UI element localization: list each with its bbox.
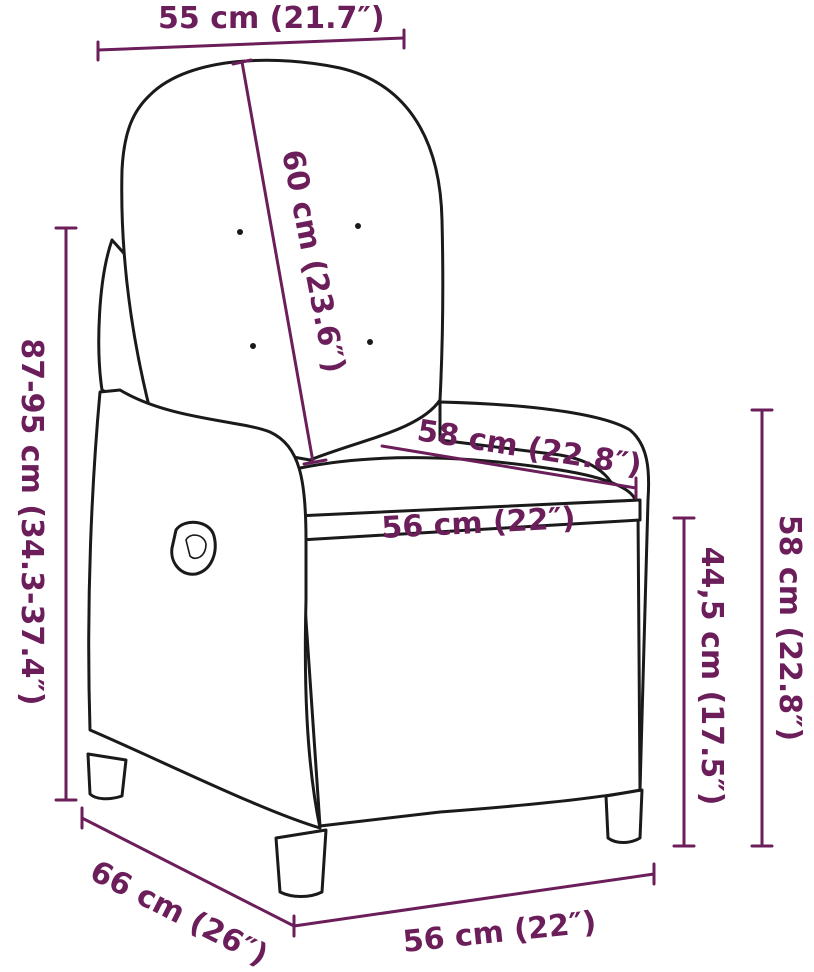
front-panel xyxy=(298,510,642,828)
cushion-tuft xyxy=(237,229,243,235)
dimension-lines xyxy=(54,28,774,938)
back-left-leg xyxy=(86,752,128,801)
top-width-line xyxy=(96,36,406,52)
chair-illustration xyxy=(86,58,651,898)
cushion-tuft xyxy=(367,339,373,345)
total-height-label: 87-95 cm (34.3-37.4″) xyxy=(14,338,49,705)
armrest-height-label: 58 cm (22.8″) xyxy=(772,515,807,742)
seat-height-label: 44,5 cm (17.5″) xyxy=(694,547,729,806)
bottom-width-label: 56 cm (22″) xyxy=(401,905,598,960)
back-cushion xyxy=(120,58,445,462)
bottom-width-line xyxy=(292,872,656,928)
depth-label: 66 cm (26″) xyxy=(84,854,273,972)
depth-line xyxy=(80,816,296,928)
cushion-tuft xyxy=(250,343,256,349)
left-armrest xyxy=(87,388,322,830)
top-width-label: 55 cm (21.7″) xyxy=(158,1,385,36)
backrest-height-line xyxy=(240,60,315,464)
tick xyxy=(231,58,253,66)
tick xyxy=(302,458,328,466)
cushion-tuft xyxy=(355,223,361,229)
front-left-leg xyxy=(274,828,328,898)
recline-handle xyxy=(170,520,217,576)
seat-depth-line xyxy=(380,444,638,490)
front-right-leg xyxy=(604,788,644,844)
